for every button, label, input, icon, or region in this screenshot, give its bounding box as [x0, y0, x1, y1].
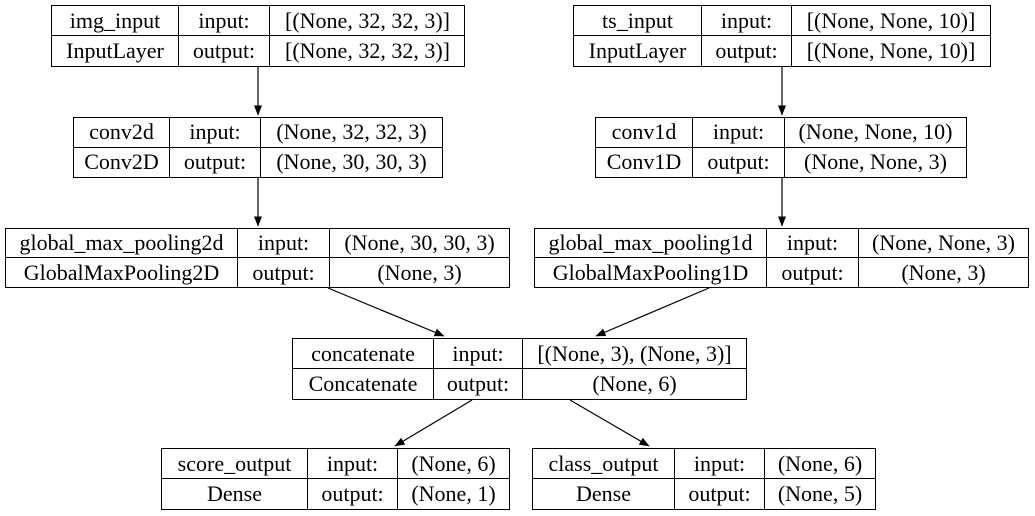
layer-class: Dense — [162, 479, 308, 509]
layer-name: concatenate — [293, 339, 434, 369]
layer-class: InputLayer — [52, 36, 179, 66]
layer-name: ts_input — [574, 6, 702, 36]
input-label: input: — [170, 118, 261, 148]
output-shape: (None, None, 3) — [804, 149, 947, 175]
output-shape: (None, 5) — [777, 481, 863, 506]
edge-global_max_pooling1d-to-concatenate — [595, 287, 710, 337]
input-shape: [(None, None, 10)] — [792, 6, 990, 36]
edge-global_max_pooling2d-to-concatenate — [327, 287, 445, 337]
node-ts_input: ts_input input: [(None, None, 10)] Input… — [573, 5, 991, 67]
input-shape: (None, None, 10) — [785, 118, 966, 148]
input-label: input: — [179, 6, 270, 36]
input-label: input: — [238, 229, 330, 258]
output-label: output: — [675, 479, 765, 509]
layer-class: GlobalMaxPooling2D — [6, 258, 238, 287]
output-label: output: — [308, 479, 398, 509]
output-label: output: — [238, 258, 330, 287]
output-shape: [(None, None, 10)] — [806, 38, 976, 63]
output-shape: (None, 30, 30, 3) — [276, 149, 427, 175]
layer-name: global_max_pooling1d — [535, 229, 767, 258]
output-label: output: — [702, 36, 792, 66]
layer-class: Conv1D — [596, 147, 693, 177]
node-img_input: img_input input: [(None, 32, 32, 3)] Inp… — [51, 5, 465, 67]
layer-name: global_max_pooling2d — [6, 229, 238, 258]
layer-name: conv1d — [596, 118, 693, 148]
input-label: input: — [308, 449, 398, 479]
node-global_max_pooling2d: global_max_pooling2d input: (None, 30, 3… — [5, 228, 510, 288]
layer-class: Concatenate — [293, 369, 434, 399]
node-class_output: class_output input: (None, 6) Dense outp… — [532, 448, 876, 510]
input-label: input: — [434, 339, 523, 369]
node-conv1d: conv1d input: (None, None, 10) Conv1D ou… — [595, 117, 967, 178]
output-shape: (None, 1) — [411, 481, 496, 506]
edge-concatenate-to-score_output — [394, 399, 473, 447]
output-label: output: — [693, 147, 785, 177]
input-label: input: — [702, 6, 792, 36]
node-conv2d: conv2d input: (None, 32, 32, 3) Conv2D o… — [73, 117, 443, 178]
node-concatenate: concatenate input: [(None, 3), (None, 3)… — [292, 338, 747, 400]
layer-class: GlobalMaxPooling1D — [535, 258, 767, 287]
output-label: output: — [179, 36, 270, 66]
input-shape: [(None, 3), (None, 3)] — [523, 339, 746, 369]
output-label: output: — [767, 258, 859, 287]
layer-name: img_input — [52, 6, 179, 36]
output-shape: [(None, 32, 32, 3)] — [285, 38, 450, 63]
layer-name: class_output — [533, 449, 675, 479]
output-label: output: — [434, 369, 523, 399]
output-shape: (None, 3) — [901, 259, 986, 285]
input-shape: (None, 32, 32, 3) — [261, 118, 442, 148]
node-score_output: score_output input: (None, 6) Dense outp… — [161, 448, 510, 510]
output-shape: (None, 6) — [592, 371, 677, 396]
layer-class: Dense — [533, 479, 675, 509]
input-shape: (None, 6) — [398, 449, 509, 479]
node-global_max_pooling1d: global_max_pooling1d input: (None, None,… — [534, 228, 1029, 288]
input-label: input: — [675, 449, 765, 479]
layer-name: score_output — [162, 449, 308, 479]
output-label: output: — [170, 147, 261, 177]
output-shape: (None, 3) — [377, 259, 462, 285]
input-shape: (None, None, 3) — [859, 229, 1028, 258]
input-label: input: — [693, 118, 785, 148]
input-shape: (None, 6) — [765, 449, 875, 479]
input-label: input: — [767, 229, 859, 258]
layer-class: InputLayer — [574, 36, 702, 66]
layer-name: conv2d — [74, 118, 170, 148]
input-shape: [(None, 32, 32, 3)] — [270, 6, 465, 36]
input-shape: (None, 30, 30, 3) — [330, 229, 509, 258]
edge-concatenate-to-class_output — [569, 399, 650, 447]
layer-class: Conv2D — [74, 147, 170, 177]
